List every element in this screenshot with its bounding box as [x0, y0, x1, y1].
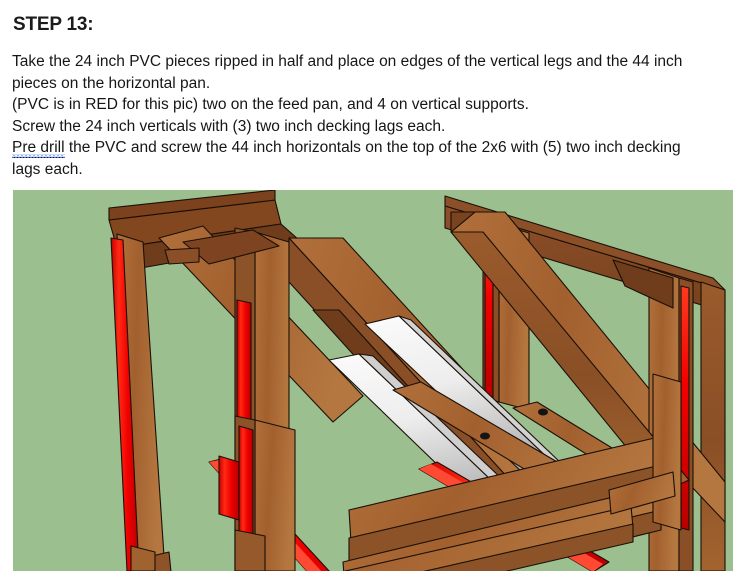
instruction-paragraph-1: Take the 24 inch PVC pieces ripped in ha…: [12, 53, 683, 92]
screw-hole-2: [538, 408, 548, 416]
left-rear-leg-bottom: [130, 545, 156, 571]
right-frame-gusset: [612, 259, 674, 309]
bottom-front-rail-face: [423, 523, 634, 571]
deer-feeder-3d-model-image: [13, 190, 733, 571]
instruction-paragraph-3: Screw the 24 inch verticals with (3) two…: [12, 117, 446, 135]
screw-hole-1: [480, 432, 490, 440]
instruction-text-block: Take the 24 inch PVC pieces ripped in ha…: [12, 51, 712, 180]
pvc-red-strip-front-center-leg: [238, 425, 254, 547]
instruction-paragraph-2: (PVC is in RED for this pic) two on the …: [12, 96, 529, 113]
left-frame-small-block: [164, 247, 200, 265]
pvc-red-segment-left-pan: [218, 455, 240, 521]
spellcheck-flagged-text[interactable]: Pre drill: [12, 139, 65, 158]
right-diagonal-to-pan: [450, 231, 690, 493]
instruction-paragraph-4: Pre drill the PVC and screw the 44 inch …: [12, 137, 712, 180]
sketchup-model-svg: [13, 190, 733, 571]
pvc-red-strip-left-leg: [110, 237, 140, 571]
left-frame-top-slope-top: [108, 190, 276, 221]
front-center-leg-foot: [234, 529, 266, 571]
instruction-paragraph-4-rest: the PVC and screw the 44 inch horizontal…: [12, 139, 681, 178]
pvc-red-strip-right-frame-right: [680, 285, 690, 531]
right-frame-diagonal-brace-end: [450, 211, 476, 233]
left-frame-upper-wedge: [182, 229, 280, 265]
feeder-assembly: [108, 190, 726, 571]
rear-right-leg: [700, 281, 726, 571]
page-title: STEP 13:: [13, 14, 94, 35]
right-side-rail: [608, 471, 676, 515]
front-right-leg: [652, 373, 682, 531]
